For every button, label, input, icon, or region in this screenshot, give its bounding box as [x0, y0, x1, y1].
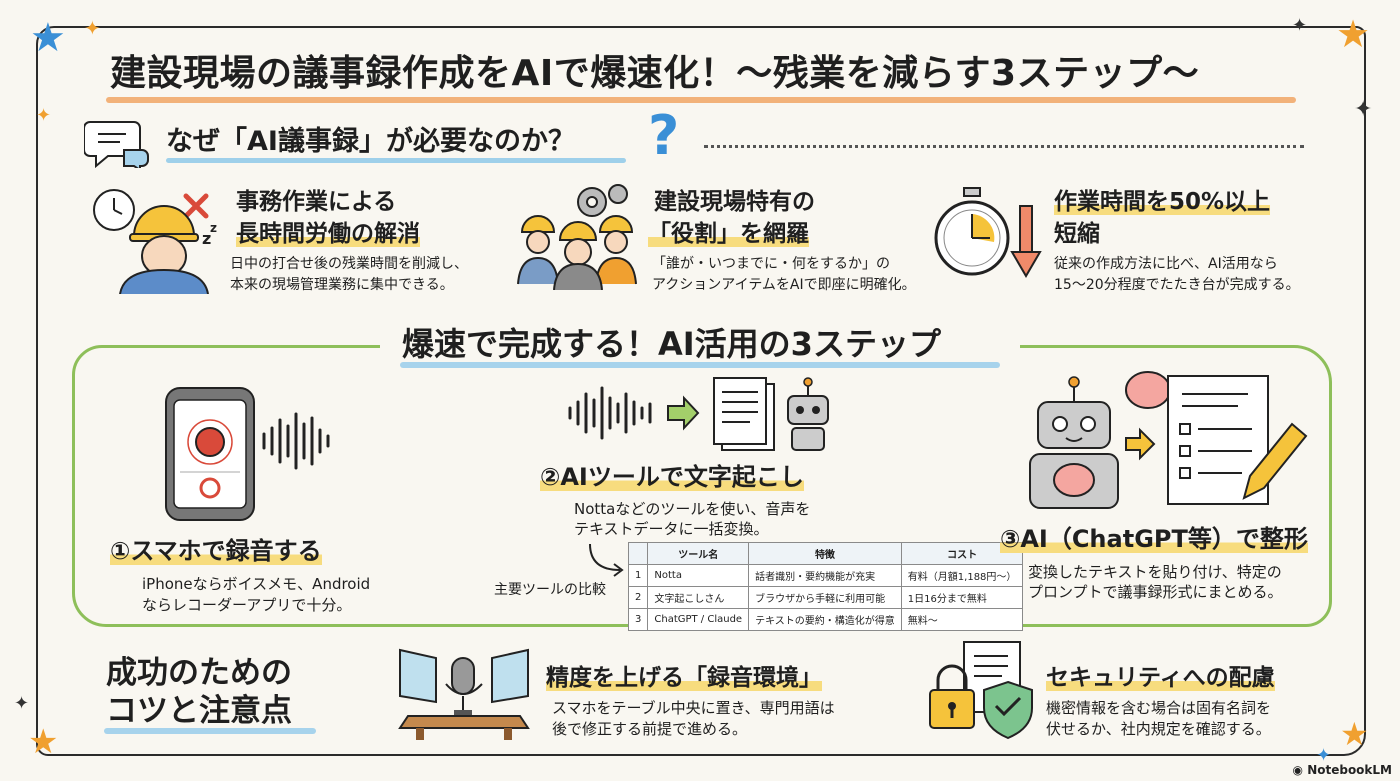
sparkle-icon: ✦ [84, 16, 101, 40]
table-header-cell: ツール名 [647, 542, 750, 565]
why-card-1-body-line1: 日中の打合せ後の残業時間を削減し、 [230, 256, 468, 272]
step-2-title: ②AIツールで文字起こし [540, 463, 804, 491]
sparkle-icon: ✦ [1292, 15, 1308, 36]
sparkle-icon: ✦ [36, 105, 52, 126]
tip-2-title-wrap: セキュリティへの配慮 [1046, 662, 1275, 694]
table-cell: 2 [627, 586, 649, 609]
tools-comparison-table: ツール名 特徴 コスト 1 Notta 話者識別・要約機能が充実 有料（月額1,… [627, 542, 1024, 631]
step-3-body-line1: 変換したテキストを貼り付け、特定の [1028, 563, 1282, 581]
stopwatch-icon [934, 187, 1042, 278]
table-cell: 3 [627, 608, 649, 631]
tip-1-title: 精度を上げる「録音環境」 [546, 665, 822, 691]
steps-section-title: 爆速で完成する！AI活用の3ステップ [402, 325, 941, 363]
table-row: 3 ChatGPT / Claude テキストの要約・構造化が得意 無料〜 [627, 608, 1024, 631]
table-cell: 文字起こしさん [647, 586, 750, 609]
table-row: 1 Notta 話者識別・要約機能が充実 有料（月額1,188円〜） [627, 564, 1024, 587]
notebooklm-badge: ◉ NotebookLM [1293, 763, 1392, 777]
star-icon: ★ [1340, 715, 1369, 753]
why-card-2-title-line1: 建設現場特有の [654, 189, 815, 215]
step-2-title-wrap: ②AIツールで文字起こし [540, 460, 804, 494]
table-cell: テキストの要約・構造化が得意 [748, 608, 902, 631]
why-card-3-title-line1-wrap: 作業時間を50%以上 [1054, 186, 1271, 218]
step-1-body-line1: iPhoneならボイスメモ、Android [142, 575, 371, 593]
why-section-title: なぜ「AI議事録」が必要なのか？ [166, 126, 575, 157]
step-2-body-line1: Nottaなどのツールを使い、音声を [574, 500, 811, 518]
question-mark-icon: ? [648, 104, 680, 167]
sparkle-icon: ✦ [1316, 745, 1332, 766]
notebooklm-badge-label: NotebookLM [1307, 763, 1392, 777]
why-card-3-title-line2: 短縮 [1054, 221, 1100, 247]
svg-text:z: z [210, 221, 217, 235]
section-underline [104, 728, 316, 734]
speech-bubble-icon [84, 121, 149, 168]
curved-arrow-icon [589, 543, 624, 577]
star-icon: ★ [28, 722, 59, 762]
step-3-body-line2: プロンプトで議事録形式にまとめる。 [1028, 583, 1283, 601]
table-cell: 有料（月額1,188円〜） [900, 564, 1024, 587]
step-1-title: ①スマホで録音する [110, 537, 322, 565]
tips-title-line2: コツと注意点 [106, 693, 292, 729]
table-row: 2 文字起こしさん ブラウザから手軽に利用可能 1日16分まで無料 [627, 586, 1024, 609]
tip-2-body-line1: 機密情報を含む場合は固有名詞を [1046, 699, 1272, 717]
tips-title-line1: 成功のための [106, 655, 292, 691]
step-3-title-wrap: ③AI（ChatGPT等）で整形 [1000, 522, 1308, 556]
table-cell: 無料〜 [900, 608, 1024, 631]
sparkle-icon: ✦ [1354, 97, 1373, 122]
workers-team-icon [517, 184, 637, 290]
step-2-body-line2: テキストデータに一括変換。 [574, 520, 769, 538]
table-cell: ブラウザから手軽に利用可能 [748, 586, 902, 609]
why-card-3-title-line1: 作業時間を50%以上 [1054, 189, 1271, 215]
tip-2-title: セキュリティへの配慮 [1046, 665, 1275, 691]
why-card-2-body-line1: 「誰が・いつまでに・何をするか」の [652, 256, 890, 272]
step-3-title: ③AI（ChatGPT等）で整形 [1000, 525, 1308, 553]
notebooklm-logo-icon: ◉ [1292, 763, 1308, 777]
star-icon: ★ [1336, 12, 1371, 56]
section-underline [166, 158, 626, 163]
table-cell: 話者識別・要約機能が充実 [748, 564, 902, 587]
table-cell: ChatGPT / Claude [647, 608, 750, 631]
tip-1-body-line2: 後で修正する前提で進める。 [552, 720, 748, 738]
sparkle-icon: ✦ [14, 693, 30, 714]
why-card-1-title-line1: 事務作業による [236, 189, 397, 215]
page-frame [36, 26, 1366, 756]
security-lock-shield-icon [929, 641, 1033, 740]
table-cell: 1日16分まで無料 [900, 586, 1024, 609]
table-header-cell: 特徴 [748, 542, 902, 565]
svg-text:z: z [202, 229, 211, 248]
why-card-2-body-line2: アクションアイテムをAIで即座に明確化。 [652, 277, 916, 293]
smartphone-recording-icon [165, 387, 330, 521]
why-card-2-title-line2-wrap: 「役割」を網羅 [648, 218, 809, 250]
tip-2-body-line2: 伏せるか、社内規定を確認する。 [1046, 720, 1271, 738]
table-cell: 1 [627, 564, 649, 587]
star-icon: ★ [30, 15, 66, 61]
dotted-divider [704, 145, 1304, 148]
ai-robot-document-icon [1029, 371, 1308, 509]
why-card-1-body-line2: 本来の現場管理業務に集中できる。 [230, 277, 454, 293]
table-cell: Notta [647, 564, 750, 587]
section-underline [400, 362, 1000, 368]
why-card-1-title-line2: 長時間労働の解消 [236, 221, 420, 247]
page-title: 建設現場の議事録作成をAIで爆速化！〜残業を減らす3ステップ〜 [110, 53, 1200, 94]
title-underline [106, 97, 1296, 103]
why-card-2-title-line2: 「役割」を網羅 [648, 221, 809, 247]
why-card-3-body-line1: 従来の作成方法に比べ、AI活用なら [1054, 256, 1278, 272]
table-label: 主要ツールの比較 [494, 582, 606, 598]
tired-worker-icon: z z [93, 189, 217, 294]
tip-1-title-wrap: 精度を上げる「録音環境」 [546, 662, 822, 694]
audio-to-text-icon [568, 377, 829, 451]
step-1-body-line2: ならレコーダーアプリで十分。 [142, 596, 352, 614]
why-card-1-title-line2-wrap: 長時間労働の解消 [236, 218, 420, 250]
step-1-title-wrap: ①スマホで録音する [110, 534, 322, 568]
why-card-3-body-line2: 15〜20分程度でたたき台が完成する。 [1054, 277, 1300, 293]
table-header-cell [627, 542, 649, 565]
tip-1-body-line1: スマホをテーブル中央に置き、専門用語は [552, 699, 835, 717]
table-header-row: ツール名 特徴 コスト [627, 542, 1024, 565]
microphone-on-desk-icon [398, 648, 530, 740]
